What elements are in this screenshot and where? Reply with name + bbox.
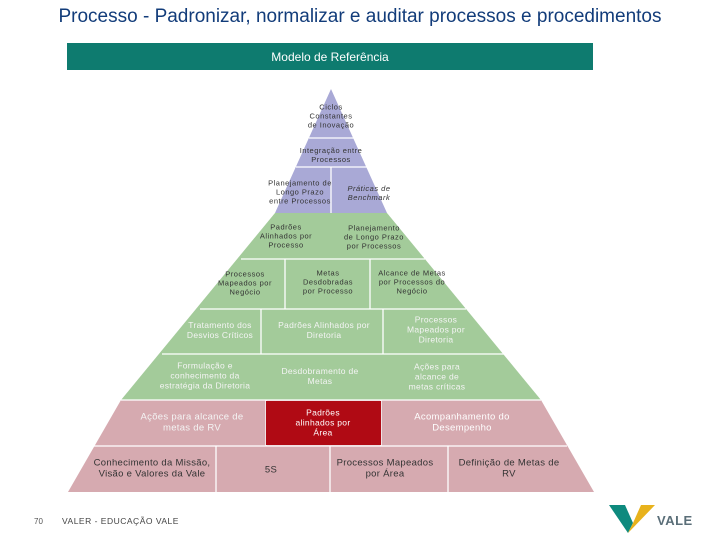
highlight-cell	[266, 401, 381, 445]
label-definicao-metas-rv: Definição de Metas de RV	[458, 457, 560, 480]
label-padroes-por-area: Padrões alinhados por Área	[295, 407, 351, 439]
footer-text: VALER - EDUCAÇÃO VALE	[62, 516, 179, 526]
label-tratamento-desvios: Tratamento dos Desvios Críticos	[186, 319, 254, 340]
pyramid-green-band	[121, 213, 541, 400]
label-planejamento-por-processos: Planejamento de Longo Prazo por Processo…	[344, 223, 404, 251]
label-acoes-metas-rv: Ações para alcance de metas de RV	[140, 411, 244, 434]
reference-model-banner: Modelo de Referência	[67, 43, 593, 70]
label-praticas-benchmark: Práticas de Benchmark	[347, 184, 391, 202]
label-formulacao-estrategia: Formulação e conhecimento da estratégia …	[159, 360, 251, 392]
label-5s: 5S	[264, 464, 278, 476]
label-processos-por-negocio: Processos Mapeados por Negócio	[218, 269, 272, 297]
label-padroes-por-processo: Padrões Alinhados por Processo	[259, 222, 313, 250]
label-ciclos-inovacao: Ciclos Constantes de Inovação	[307, 102, 355, 130]
pyramid-blue-band	[275, 89, 387, 213]
label-integracao-processos: Integração entre Processos	[299, 146, 363, 164]
label-acoes-metas-criticas: Ações para alcance de metas críticas	[408, 361, 466, 393]
label-padroes-por-diretoria: Padrões Alinhados por Diretoria	[278, 319, 370, 340]
page-number: 70	[34, 517, 43, 526]
page-title: Processo - Padronizar, normalizar e audi…	[58, 6, 662, 27]
label-acompanhamento-desempenho: Acompanhamento do Desempenho	[414, 411, 510, 434]
label-processos-por-area: Processos Mapeados por Área	[336, 457, 434, 480]
vale-logo-icon	[609, 505, 655, 533]
pyramid-dividers	[94, 137, 567, 492]
vale-logo-text: VALE	[657, 513, 693, 528]
label-alcance-metas-negocio: Alcance de Metas por Processos do Negóci…	[378, 268, 446, 296]
label-conhecimento-missao: Conhecimento da Missão, Visão e Valores …	[93, 457, 211, 480]
label-processos-por-diretoria: Processos Mapeados por Diretoria	[407, 314, 465, 346]
label-planejamento-entre-processos: Planejamento de Longo Prazo entre Proces…	[268, 178, 332, 206]
label-metas-desdobradas: Metas Desdobradas por Processo	[302, 268, 354, 296]
label-desdobramento-metas: Desdobramento de Metas	[281, 365, 359, 386]
